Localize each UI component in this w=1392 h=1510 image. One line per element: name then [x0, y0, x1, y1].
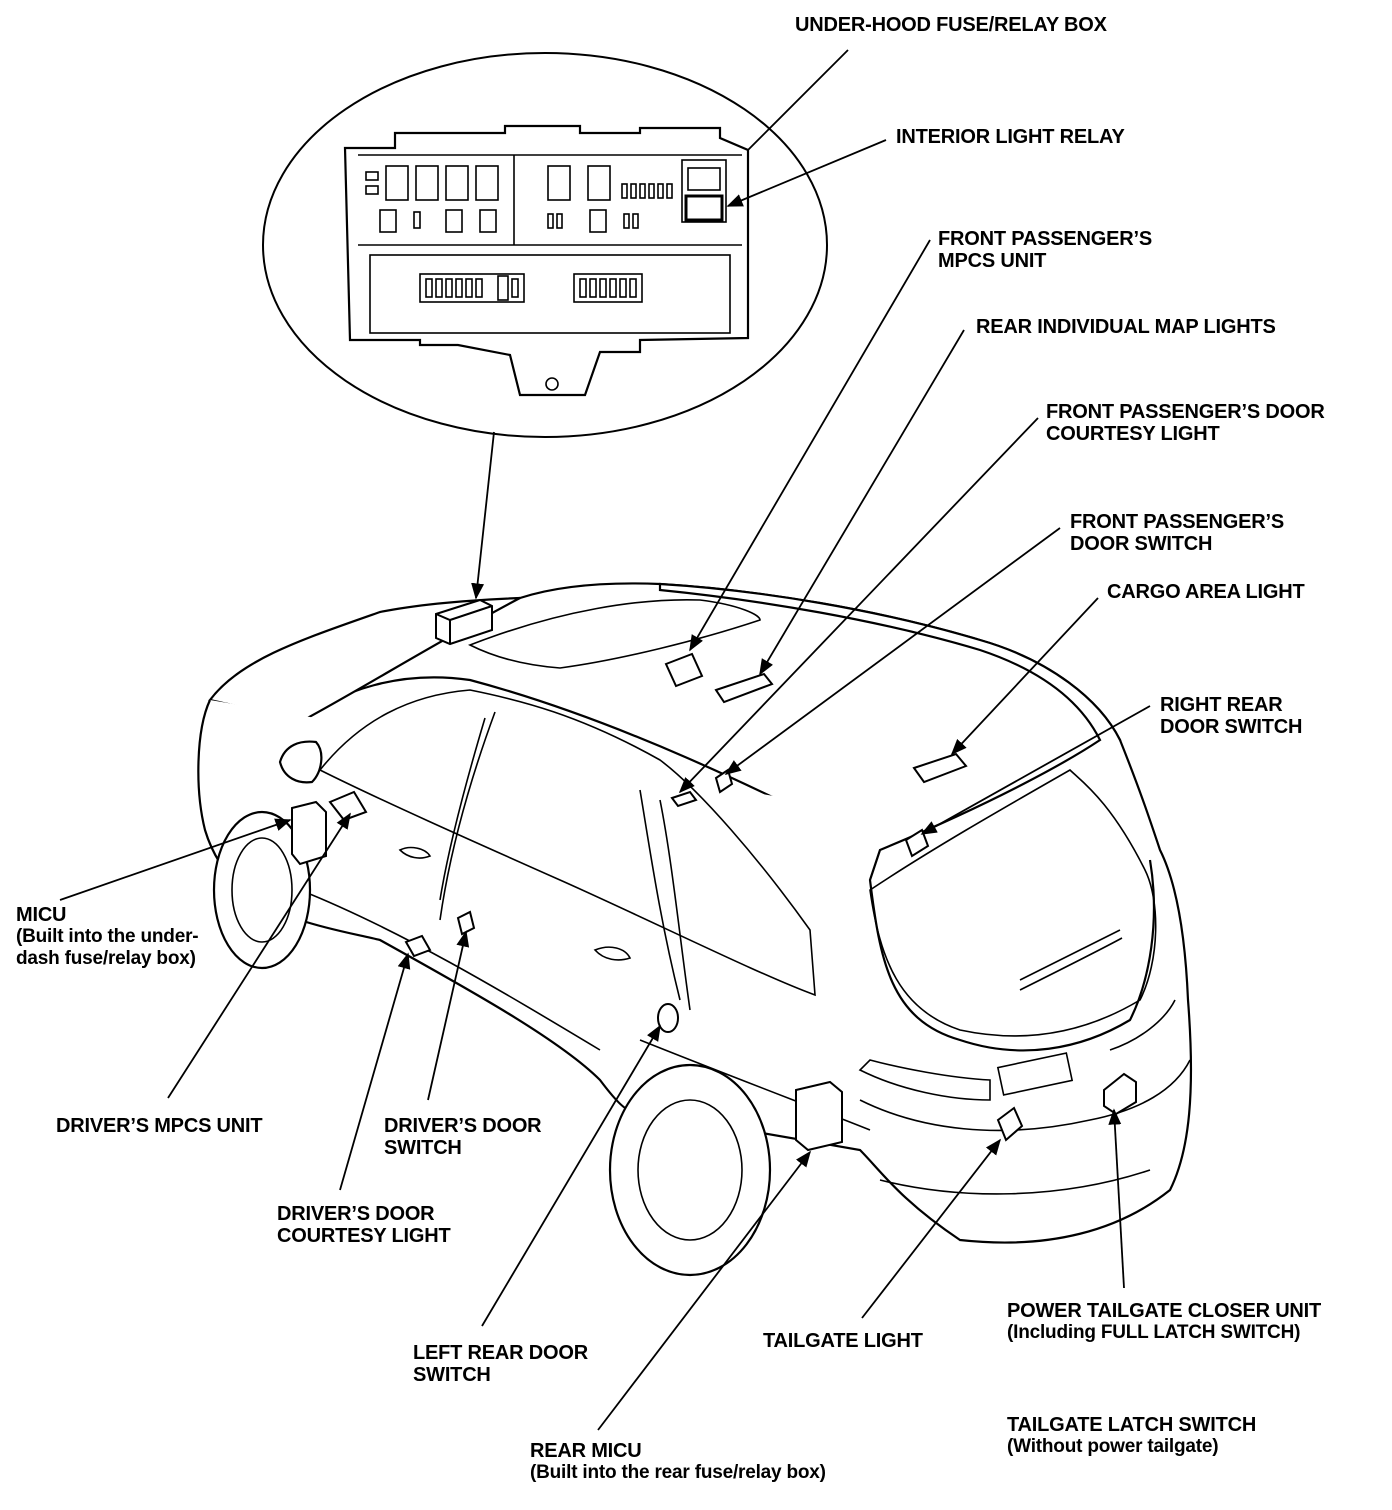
front-passenger-mpcs-part	[664, 652, 704, 688]
label-line: CARGO AREA LIGHT	[1107, 581, 1305, 603]
under-hood-fuse-box-part	[435, 598, 493, 646]
power-tailgate-closer-part	[1103, 1072, 1137, 1116]
label-front-passenger-mpcs-unit: FRONT PASSENGER’S MPCS UNIT	[938, 228, 1152, 272]
label-micu: MICU (Built into the under- dash fuse/re…	[16, 904, 199, 970]
label-left-rear-door-switch: LEFT REAR DOOR SWITCH	[413, 1342, 588, 1386]
label-line: REAR MICU	[530, 1440, 642, 1462]
front-passenger-courtesy-part	[670, 790, 698, 808]
label-line: UNDER-HOOD FUSE/RELAY BOX	[795, 14, 1107, 36]
tailgate-light-part	[996, 1106, 1024, 1142]
label-front-passenger-door-courtesy-light: FRONT PASSENGER’S DOOR COURTESY LIGHT	[1046, 401, 1325, 445]
label-line: DRIVER’S MPCS UNIT	[56, 1115, 263, 1137]
label-under-hood-fuse-relay-box: UNDER-HOOD FUSE/RELAY BOX	[795, 14, 1107, 36]
label-rear-individual-map-lights: REAR INDIVIDUAL MAP LIGHTS	[976, 316, 1276, 338]
label-cargo-area-light: CARGO AREA LIGHT	[1107, 581, 1305, 603]
label-front-passenger-door-switch: FRONT PASSENGER’S DOOR SWITCH	[1070, 511, 1284, 555]
interior-light-relay-icon	[684, 194, 724, 222]
label-line: (Including FULL LATCH SWITCH)	[1007, 1322, 1301, 1343]
label-drivers-door-switch: DRIVER’S DOOR SWITCH	[384, 1115, 542, 1159]
front-passenger-door-switch-part	[714, 768, 734, 794]
label-line: RIGHT REAR	[1160, 694, 1283, 716]
label-line: FRONT PASSENGER’S	[938, 228, 1153, 250]
right-rear-door-switch-part	[904, 828, 930, 858]
label-line: COURTESY LIGHT	[277, 1225, 451, 1247]
micu-part	[291, 800, 327, 866]
label-line: REAR INDIVIDUAL MAP LIGHTS	[976, 316, 1276, 338]
label-tailgate-light: TAILGATE LIGHT	[763, 1330, 923, 1352]
rear-micu-part	[795, 1080, 843, 1152]
label-line: DOOR SWITCH	[1160, 716, 1303, 738]
fuse-box-inset	[262, 52, 828, 438]
label-interior-light-relay: INTERIOR LIGHT RELAY	[896, 126, 1125, 148]
label-line: LEFT REAR DOOR	[413, 1342, 588, 1364]
drivers-door-switch-part	[456, 910, 476, 936]
left-rear-door-switch-part	[657, 1003, 679, 1033]
label-drivers-mpcs-unit: DRIVER’S MPCS UNIT	[56, 1115, 263, 1137]
label-line: TAILGATE LIGHT	[763, 1330, 923, 1352]
label-line: DOOR SWITCH	[1070, 533, 1213, 555]
label-tailgate-latch-switch: TAILGATE LATCH SWITCH (Without power tai…	[1007, 1414, 1256, 1458]
label-rear-micu: REAR MICU (Built into the rear fuse/rela…	[530, 1440, 826, 1484]
vehicle-outline	[197, 582, 1193, 1277]
label-right-rear-door-switch: RIGHT REAR DOOR SWITCH	[1160, 694, 1302, 738]
label-line: FRONT PASSENGER’S DOOR	[1046, 401, 1325, 423]
label-line: (Built into the under-	[16, 926, 199, 947]
label-line: MICU	[16, 904, 67, 926]
label-line: MPCS UNIT	[938, 250, 1047, 272]
label-line: SWITCH	[384, 1137, 462, 1159]
label-line: POWER TAILGATE CLOSER UNIT	[1007, 1300, 1322, 1322]
label-power-tailgate-closer-unit: POWER TAILGATE CLOSER UNIT (Including FU…	[1007, 1300, 1321, 1344]
vehicle-components	[291, 598, 1137, 1152]
drivers-courtesy-part	[404, 934, 432, 958]
leader-lines	[59, 49, 1151, 1431]
label-line: COURTESY LIGHT	[1046, 423, 1220, 445]
label-line: dash fuse/relay box)	[16, 948, 196, 969]
label-line: INTERIOR LIGHT RELAY	[896, 126, 1125, 148]
label-line: (Without power tailgate)	[1007, 1436, 1219, 1457]
label-line: TAILGATE LATCH SWITCH	[1007, 1414, 1257, 1436]
label-line: DRIVER’S DOOR	[277, 1203, 435, 1225]
label-line: FRONT PASSENGER’S	[1070, 511, 1285, 533]
label-line: (Built into the rear fuse/relay box)	[530, 1462, 826, 1483]
label-line: DRIVER’S DOOR	[384, 1115, 542, 1137]
label-drivers-door-courtesy-light: DRIVER’S DOOR COURTESY LIGHT	[277, 1203, 451, 1247]
label-line: SWITCH	[413, 1364, 491, 1386]
rear-map-lights-part	[714, 672, 774, 704]
cargo-area-light-part	[912, 752, 968, 784]
